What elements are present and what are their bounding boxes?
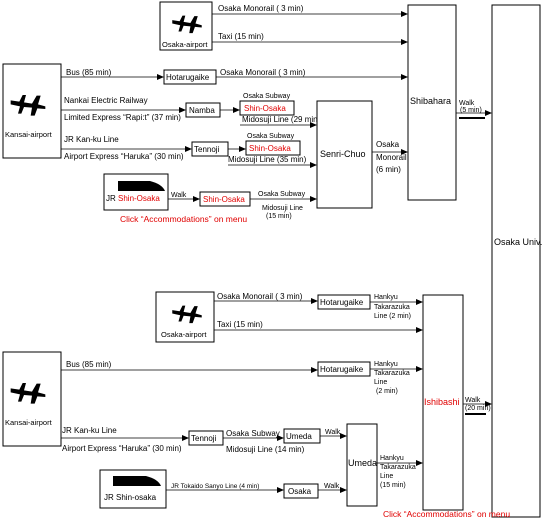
route-walk-top-label: Walk [171, 192, 187, 199]
route-midosuji-15-label-1: Midosuji Line [262, 205, 303, 212]
route-hankyu-3-label-3: Line [380, 473, 393, 480]
hotarugaike-2-label: Hotarugaike [320, 365, 364, 374]
route-hankyu-2-label-3: Line [374, 379, 387, 386]
route-haruka-bottom-label: Airport Express “Haruka” (30 min) [62, 444, 182, 453]
route-hankyu-2-label-2: Takarazuka [374, 370, 410, 377]
route-senri-monorail-label-2: Monorail [376, 153, 407, 162]
namba-label: Namba [189, 106, 215, 115]
senri-chuo-box [316, 100, 373, 209]
osaka-airport-top-box [159, 1, 213, 51]
shinkansen-train-icon [113, 476, 161, 486]
tennoji-bottom-label: Tennoji [191, 434, 217, 443]
osaka-label: Osaka [288, 487, 312, 496]
shibahara-label: Shibahara [410, 96, 451, 106]
route-hankyu-2-label-4: (2 min) [376, 388, 398, 395]
route-subway-1-label: Osaka Subway [243, 93, 291, 100]
route-hankyu-1-label-1: Hankyu [374, 294, 398, 301]
route-rapit-label: Limited Express “Rapi:t” (37 min) [64, 113, 181, 122]
route-jr-tokaido-label: JR Tokaido Sanyo Line (4 min) [171, 483, 259, 490]
osaka-univ-box [491, 4, 541, 518]
route-walk-umeda-label: Walk [325, 429, 341, 436]
hotarugaike-1-label: Hotarugaike [320, 298, 364, 307]
hotarugaike-top-label: Hotarugaike [166, 73, 210, 82]
jr-prefix: JR [106, 194, 118, 203]
walk-shibahara-label: Walk [459, 100, 475, 107]
route-monorail-bottom-label: Osaka Monorail ( 3 min) [217, 292, 303, 301]
route-monorail-hotarugaike-label: Osaka Monorail ( 3 min) [220, 68, 306, 77]
umeda-box [346, 423, 378, 507]
accommodations-note-top[interactable]: Click “Accommodations” on menu [120, 214, 247, 224]
route-hankyu-3-label-1: Hankyu [380, 455, 404, 462]
kansai-airport-bottom-label: Kansai-airport [5, 418, 53, 427]
route-midosuji-35-label: Midosuji Line (35 min) [228, 155, 307, 164]
osaka-airport-top-label: Osaka-airport [162, 40, 208, 49]
route-bus-top-label: Bus (85 min) [66, 68, 112, 77]
route-subway-bottom-label: Osaka Subway [226, 429, 280, 438]
jr-shin-osaka-bottom-label: JR Shin-osaka [104, 493, 157, 502]
ishibashi-box [422, 294, 464, 511]
walk-ishibashi-time: (20 min) [465, 405, 491, 412]
route-taxi-bottom-label: Taxi (15 min) [217, 320, 263, 329]
walk-shibahara-time: (5 min) [460, 107, 482, 114]
jr-shin-osaka-top-label: JR Shin-Osaka [106, 194, 160, 203]
shin-osaka-1-box [239, 100, 295, 116]
route-subway-3-label: Osaka Subway [258, 191, 306, 198]
osaka-airport-bottom-label: Osaka-airport [161, 330, 207, 339]
route-nankai-label: Nankai Electric Railway [64, 96, 148, 105]
shibahara-box [407, 4, 457, 201]
route-midosuji-15-label-2: (15 min) [266, 213, 292, 220]
route-senri-monorail-label-1: Osaka [376, 140, 400, 149]
route-hankyu-3-label-2: Takarazuka [380, 464, 416, 471]
osaka-airport-bottom-box [155, 291, 215, 343]
jr-shin-osaka-bottom-box [99, 469, 167, 509]
route-hankyu-1-label-2: Takarazuka [374, 304, 410, 311]
umeda-label: Umeda [348, 458, 377, 468]
route-midosuji-14-label: Midosuji Line (14 min) [226, 445, 305, 454]
umeda-small-label: Umeda [286, 432, 312, 441]
senri-chuo-label: Senri-Chuo [320, 149, 366, 159]
route-hankyu-3-label-4: (15 min) [380, 482, 406, 489]
shinkansen-train-icon [118, 181, 165, 191]
route-hankyu-1-label-3: Line (2 min) [374, 313, 411, 320]
shin-osaka-2-label: Shin-Osaka [249, 144, 291, 153]
route-subway-2-label: Osaka Subway [247, 133, 295, 140]
accommodations-note-bottom[interactable]: Click “Accommodations” on menu [383, 509, 510, 519]
jr-shin-osaka-top-box [103, 173, 169, 211]
osaka-univ-label: Osaka Univ. [494, 237, 542, 247]
shin-osaka-2-box [245, 140, 301, 156]
shin-osaka-red: Shin-Osaka [118, 194, 160, 203]
route-monorail-top-label: Osaka Monorail ( 3 min) [218, 4, 304, 13]
kansai-airport-top-label: Kansai-airport [5, 130, 53, 139]
osaka-box [283, 483, 319, 499]
route-jr-kanku-label: JR Kan-ku Line [64, 135, 119, 144]
ishibashi-label: Ishibashi [424, 397, 460, 407]
walk-ishibashi-label: Walk [465, 397, 481, 404]
shin-osaka-1-label: Shin-Osaka [244, 104, 286, 113]
shin-osaka-3-label: Shin-Osaka [203, 195, 245, 204]
route-haruka-label: Airport Express “Haruka” (30 min) [64, 152, 184, 161]
route-midosuji-29-label: Midosuji Line (29 min) [242, 115, 321, 124]
route-senri-monorail-label-3: (6 min) [376, 165, 401, 174]
route-hankyu-2-label-1: Hankyu [374, 361, 398, 368]
route-walk-osaka-label: Walk [324, 483, 340, 490]
route-bus-bottom-label: Bus (85 min) [66, 360, 112, 369]
tennoji-top-label: Tennoji [194, 145, 220, 154]
route-jr-kanku-bottom-label: JR Kan-ku Line [62, 426, 117, 435]
route-taxi-top-label: Taxi (15 min) [218, 32, 264, 41]
